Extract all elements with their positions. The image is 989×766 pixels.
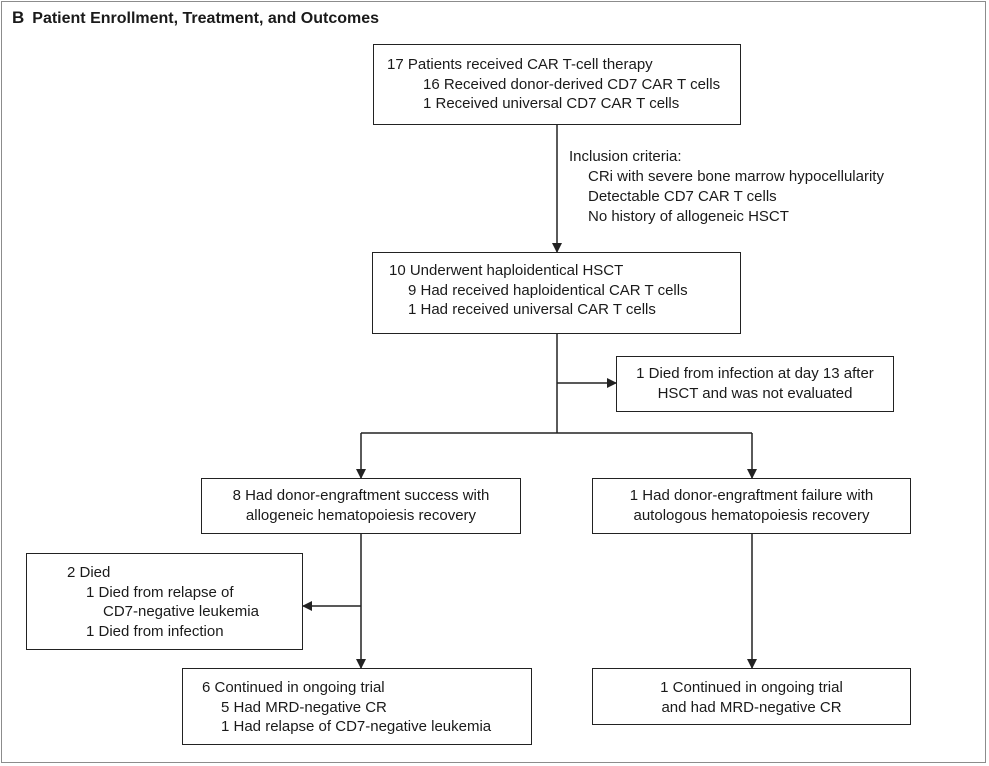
inclusion-criteria: Inclusion criteria: CRi with severe bone… xyxy=(569,147,884,227)
box-died-infection: 1 Died from infection at day 13 after HS… xyxy=(616,356,894,412)
box-died: 2 Died 1 Died from relapse of CD7-negati… xyxy=(26,553,303,650)
engraft-failure-line1: 1 Had donor-engraftment failure with xyxy=(629,487,874,504)
continued-left-relapse: 1 Had relapse of CD7-negative leukemia xyxy=(221,718,492,735)
enrolled-donor: 16 Received donor-derived CD7 CAR T cell… xyxy=(423,75,721,93)
hsct-universal: 1 Had received universal CAR T cells xyxy=(408,301,656,318)
died-total: 2 Died xyxy=(67,564,111,581)
continued-left-mrd: 5 Had MRD-negative CR xyxy=(221,698,387,716)
box-engraft-failure: 1 Had donor-engraftment failure with aut… xyxy=(592,478,911,534)
hsct-total: 10 Underwent haploidentical HSCT xyxy=(389,262,624,279)
inclusion-item: CRi with severe bone marrow hypocellular… xyxy=(588,168,884,185)
inclusion-item: Detectable CD7 CAR T cells xyxy=(588,188,777,205)
enrolled-universal: 1 Received universal CD7 CAR T cells xyxy=(423,95,680,112)
hsct-haploidentical: 9 Had received haploidentical CAR T cell… xyxy=(408,281,688,299)
inclusion-item: No history of allogeneic HSCT xyxy=(588,208,789,225)
died-relapse-detail: CD7-negative leukemia xyxy=(103,603,259,620)
engraft-success-line2: allogeneic hematopoiesis recovery xyxy=(245,506,477,524)
continued-right-line1: 1 Continued in ongoing trial xyxy=(660,679,843,696)
box-continued-right: 1 Continued in ongoing trial and had MRD… xyxy=(592,668,911,725)
continued-right-line2: and had MRD-negative CR xyxy=(661,698,842,716)
engraft-success-line1: 8 Had donor-engraftment success with xyxy=(232,487,490,504)
inclusion-heading: Inclusion criteria: xyxy=(569,148,682,165)
died-infection: 1 Died from infection xyxy=(86,622,224,640)
panel-letter: B xyxy=(12,8,25,27)
enrolled-total: 17 Patients received CAR T-cell therapy xyxy=(387,56,653,73)
continued-left-total: 6 Continued in ongoing trial xyxy=(202,679,385,696)
box-hsct: 10 Underwent haploidentical HSCT 9 Had r… xyxy=(372,252,741,334)
box-continued-left: 6 Continued in ongoing trial 5 Had MRD-n… xyxy=(182,668,532,745)
died-infection-line2: HSCT and was not evaluated xyxy=(657,384,853,402)
died-infection-line1: 1 Died from infection at day 13 after xyxy=(636,365,874,382)
died-relapse: 1 Died from relapse of xyxy=(86,583,234,601)
panel-heading: Patient Enrollment, Treatment, and Outco… xyxy=(32,10,380,27)
box-enrolled: 17 Patients received CAR T-cell therapy … xyxy=(373,44,741,125)
box-engraft-success: 8 Had donor-engraftment success with all… xyxy=(201,478,521,534)
panel-title: B Patient Enrollment, Treatment, and Outc… xyxy=(12,8,379,28)
engraft-failure-line2: autologous hematopoiesis recovery xyxy=(633,506,870,524)
